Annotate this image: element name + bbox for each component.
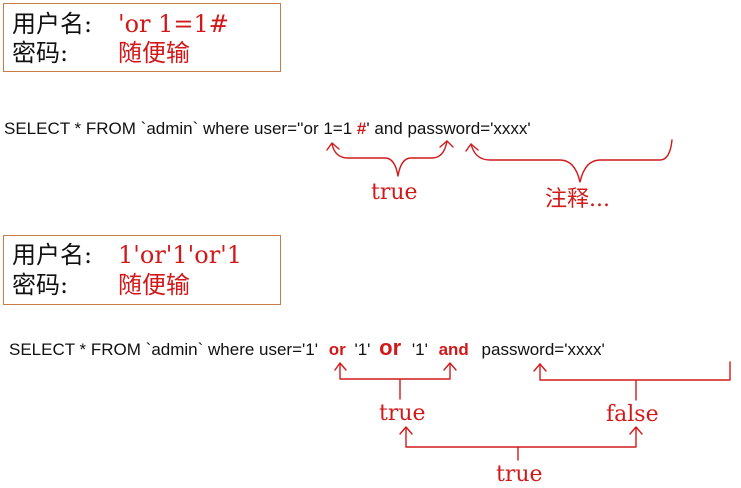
brace-2-right [539,361,731,401]
arrow-1-left-b [439,140,454,148]
sql-query-1: SELECT * FROM `admin` where user=''or 1=… [4,119,531,139]
sql-2-or-2: or [379,335,402,360]
password-label: 密码: [12,39,69,67]
sql-2-part2: '1' [354,340,371,359]
brace-1-left [331,140,448,177]
username-label: 用户名: [12,10,93,38]
username-value: 'or 1=1# [118,10,229,38]
arrow-1-right [465,143,479,152]
username-value: 1'or'1'or'1 [118,241,243,269]
sql-1-comment-hash: # [356,119,367,138]
arrow-2-left-a [334,362,347,371]
arrow-2-bottom-b [629,426,643,435]
login-input-box-2: 用户名: 1'or'1'or'1 密码: 随便输 [3,235,281,305]
annotation-1-true: true [371,180,418,205]
arrow-2-left-b [443,362,457,371]
login-input-box-1: 用户名: 'or 1=1# 密码: 随便输 [3,3,281,72]
password-label: 密码: [12,271,69,299]
sql-1-suffix: ' and password='xxxx' [366,119,531,138]
arrow-1-left-a [326,142,340,151]
annotation-2-true: true [379,401,426,426]
sql-1-prefix: SELECT * FROM `admin` where user=''or 1=… [4,119,357,138]
sql-2-or-1: or [328,340,346,359]
username-label: 用户名: [12,241,93,269]
sql-query-2: SELECT * FROM `admin` where user='1' or … [9,335,605,360]
sql-2-and: and [438,340,469,359]
arrow-2-right [533,363,547,372]
brace-2-left [339,363,451,400]
password-value: 随便输 [118,271,190,299]
sql-2-part3: '1' [411,340,428,359]
brace-2-bottom [405,427,637,461]
annotation-2-false: false [606,402,659,427]
annotation-2-combined-true: true [496,462,543,487]
sql-2-part1: SELECT * FROM `admin` where user='1' [9,340,318,359]
annotation-1-comment: 注释... [545,187,610,212]
sql-2-part4: password='xxxx' [481,340,605,359]
password-value: 随便输 [118,39,190,67]
arrow-2-bottom-a [399,426,413,435]
brace-1-right [470,139,673,183]
